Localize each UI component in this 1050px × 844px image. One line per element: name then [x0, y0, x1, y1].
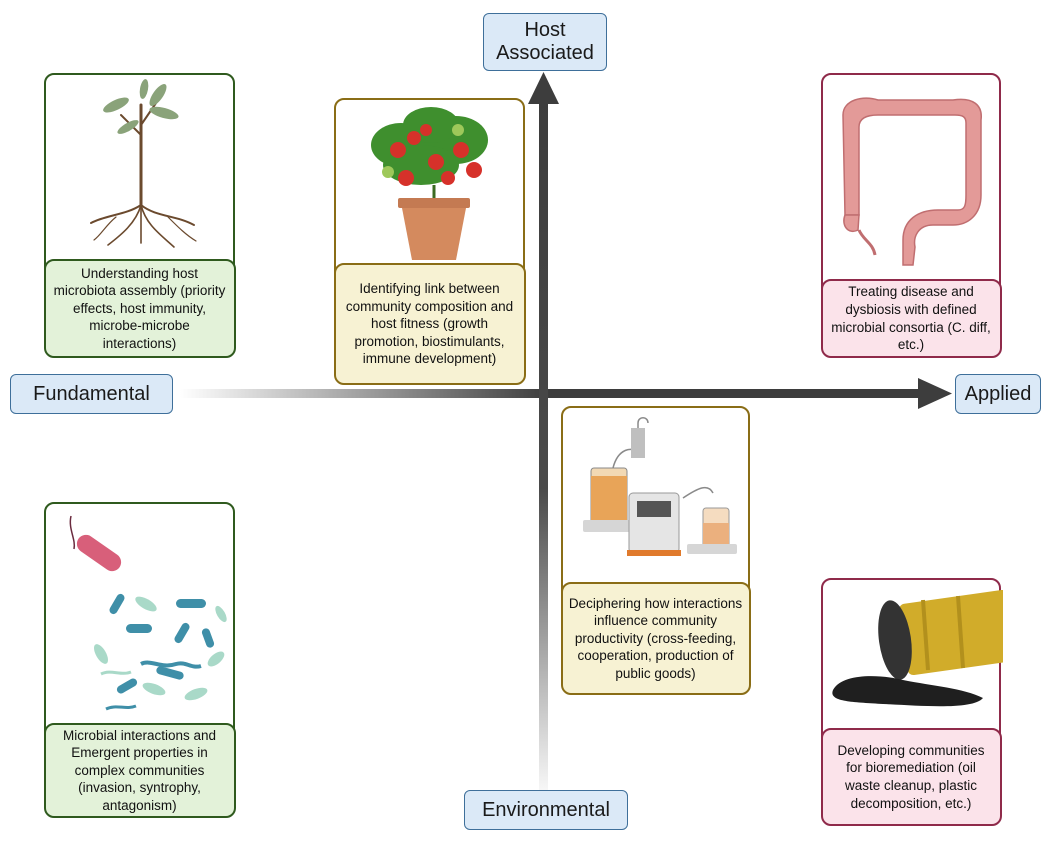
host-arrowhead [528, 72, 559, 104]
bioreactor-icon [583, 417, 737, 556]
card-caption: Microbial interactions and Emergent prop… [43, 723, 236, 818]
horizontal-axis-line [180, 389, 920, 398]
card-productivity: Deciphering how interactions influence c… [560, 406, 751, 695]
tomato-plant-icon [371, 107, 488, 260]
axis-label-bottom: Environmental [464, 790, 628, 830]
card-host-assembly: Understanding host microbiota assembly (… [43, 73, 236, 358]
card-caption: Understanding host microbiota assembly (… [43, 259, 236, 358]
card-host-fitness: Identifying link between community compo… [333, 98, 526, 385]
axis-label-top: Host Associated [483, 13, 607, 71]
bacteria-icon [69, 515, 227, 711]
card-treating-disease: Treating disease and dysbiosis with defi… [820, 73, 1002, 358]
card-caption: Treating disease and dysbiosis with defi… [820, 279, 1002, 358]
card-caption: Deciphering how interactions influence c… [560, 582, 751, 695]
card-caption: Developing communities for bioremediatio… [820, 728, 1002, 826]
applied-arrowhead [918, 378, 952, 409]
plant-seedling-icon [90, 79, 197, 248]
vertical-axis-line [539, 100, 548, 805]
card-caption: Identifying link between community compo… [333, 263, 526, 385]
axis-label-right: Applied [955, 374, 1041, 414]
card-bioremediation: Developing communities for bioremediatio… [820, 578, 1003, 826]
oil-barrel-icon [832, 589, 1003, 707]
card-microbial-interactions: Microbial interactions and Emergent prop… [43, 502, 236, 818]
colon-icon [842, 97, 982, 266]
axis-label-left: Fundamental [10, 374, 173, 414]
